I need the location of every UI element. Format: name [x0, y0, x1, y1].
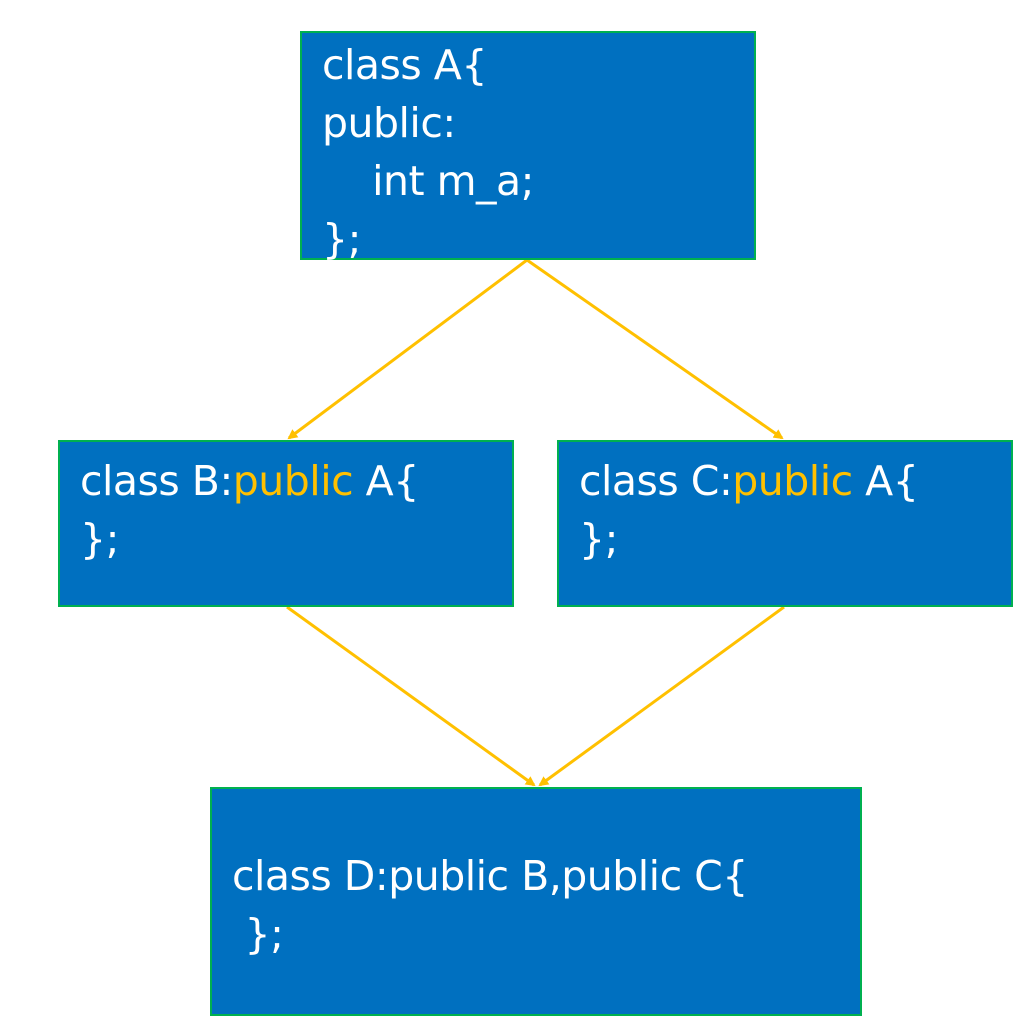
class-b-box: class B:public A{ }; — [58, 440, 514, 607]
arrow-a-to-b — [287, 258, 528, 440]
class-a-line-3: int m_a; — [322, 157, 534, 205]
class-b-keyword: public — [232, 457, 354, 505]
class-a-box: class A{ public: int m_a; }; — [300, 31, 756, 263]
class-a-line-2: public: — [322, 99, 456, 147]
class-c-keyword: public — [732, 457, 853, 505]
class-b-prefix: class B: — [80, 457, 233, 505]
arrow-b-to-d — [286, 605, 536, 787]
class-c-line-1: class C:public A{ — [579, 452, 1011, 510]
class-d-box: class D:public B,public C{ }; — [210, 787, 862, 1016]
arrow-a-to-c — [526, 258, 784, 440]
class-c-line-2: }; — [579, 515, 618, 563]
class-c-suffix: A{ — [852, 457, 919, 505]
class-c-box: class C:public A{ }; — [557, 440, 1013, 607]
arrow-c-to-d — [538, 605, 785, 787]
class-d-line-1: class D:public B,public C{ — [232, 852, 748, 900]
class-b-line-2: }; — [80, 515, 119, 563]
class-c-prefix: class C: — [579, 457, 733, 505]
class-d-line-2: }; — [232, 910, 284, 958]
class-b-suffix: A{ — [353, 457, 420, 505]
class-a-line-4: }; — [322, 215, 361, 263]
class-b-line-1: class B:public A{ — [80, 452, 512, 510]
class-a-line-1: class A{ — [322, 41, 487, 89]
